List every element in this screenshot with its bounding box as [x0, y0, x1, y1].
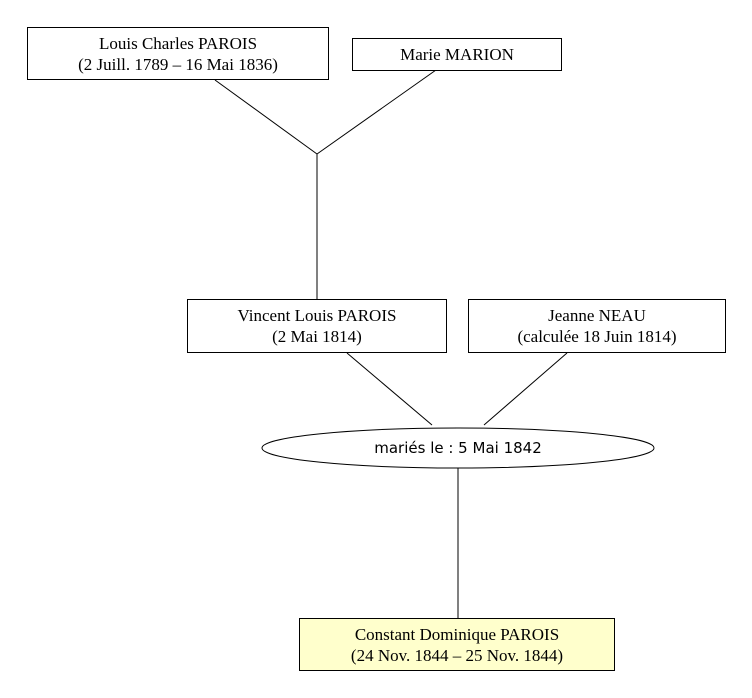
grandfather-dates: (2 Juill. 1789 – 16 Mai 1836) — [78, 54, 278, 74]
child-dates: (24 Nov. 1844 – 25 Nov. 1844) — [350, 645, 564, 665]
mother-dates: (calculée 18 Juin 1814) — [517, 327, 677, 346]
father-box[interactable]: Vincent Louis PAROIS (2 Mai 1814) — [187, 299, 447, 353]
father-name: Vincent Louis PAROIS — [237, 306, 397, 325]
grandfather-name: Louis Charles PAROIS — [98, 33, 258, 53]
mother-box[interactable]: Jeanne NEAU (calculée 18 Juin 1814) — [468, 299, 726, 353]
mother-name: Jeanne NEAU — [548, 306, 646, 325]
connector-grandmother — [316, 69, 437, 155]
connector-father — [346, 352, 433, 426]
marriage-label: mariés le : 5 Mai 1842 — [374, 439, 542, 457]
connector-mother — [483, 352, 568, 426]
child-name: Constant Dominique PAROIS — [354, 624, 560, 644]
connector-grandfather — [214, 79, 318, 155]
grandmother-box[interactable]: Marie MARION — [352, 38, 562, 71]
father-dates: (2 Mai 1814) — [272, 327, 362, 346]
child-box[interactable]: Constant Dominique PAROIS (24 Nov. 1844 … — [299, 618, 615, 671]
marriage-node[interactable]: mariés le : 5 Mai 1842 — [262, 428, 654, 468]
grandmother-name: Marie MARION — [400, 45, 514, 64]
grandfather-box[interactable]: Louis Charles PAROIS (2 Juill. 1789 – 16… — [27, 27, 329, 80]
